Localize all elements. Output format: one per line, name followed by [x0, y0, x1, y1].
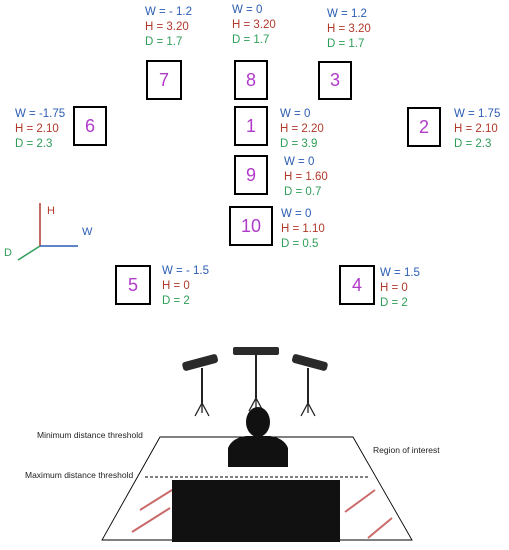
axis-label-w: W	[82, 226, 93, 238]
position-number: 10	[240, 215, 262, 236]
axis-label-h: H	[47, 205, 55, 217]
position-box-6: 6	[73, 106, 107, 146]
position-box-1: 1	[234, 106, 268, 146]
position-number: 2	[418, 116, 429, 137]
person-silhouette	[228, 407, 288, 467]
position-number: 1	[245, 115, 256, 136]
position-number: 8	[245, 69, 256, 90]
position-box-10: 10	[229, 206, 273, 246]
foreground-object	[172, 480, 340, 542]
depth-camera-center	[233, 347, 279, 412]
position-box-7: 7	[146, 60, 182, 100]
position-box-9: 9	[234, 155, 268, 195]
position-box-8: 8	[234, 60, 268, 100]
position-number: 5	[127, 274, 138, 295]
region-of-interest-label: Region of interest	[373, 445, 440, 455]
max-threshold-label: Maximum distance threshold	[25, 470, 134, 480]
position-box-4: 4	[339, 265, 375, 305]
position-number: 3	[329, 70, 340, 90]
position-box-3: 3	[318, 61, 352, 100]
depth-camera-left	[182, 354, 219, 417]
position-number: 4	[351, 274, 362, 295]
position-box-2: 2	[407, 107, 441, 147]
position-number: 6	[84, 115, 95, 136]
min-threshold-label: Minimum distance threshold	[37, 430, 143, 440]
position-number: 9	[245, 164, 256, 185]
depth-camera-right	[291, 354, 328, 417]
position-box-5: 5	[115, 265, 151, 305]
axis-label-d: D	[4, 247, 12, 259]
position-number: 7	[158, 69, 169, 90]
